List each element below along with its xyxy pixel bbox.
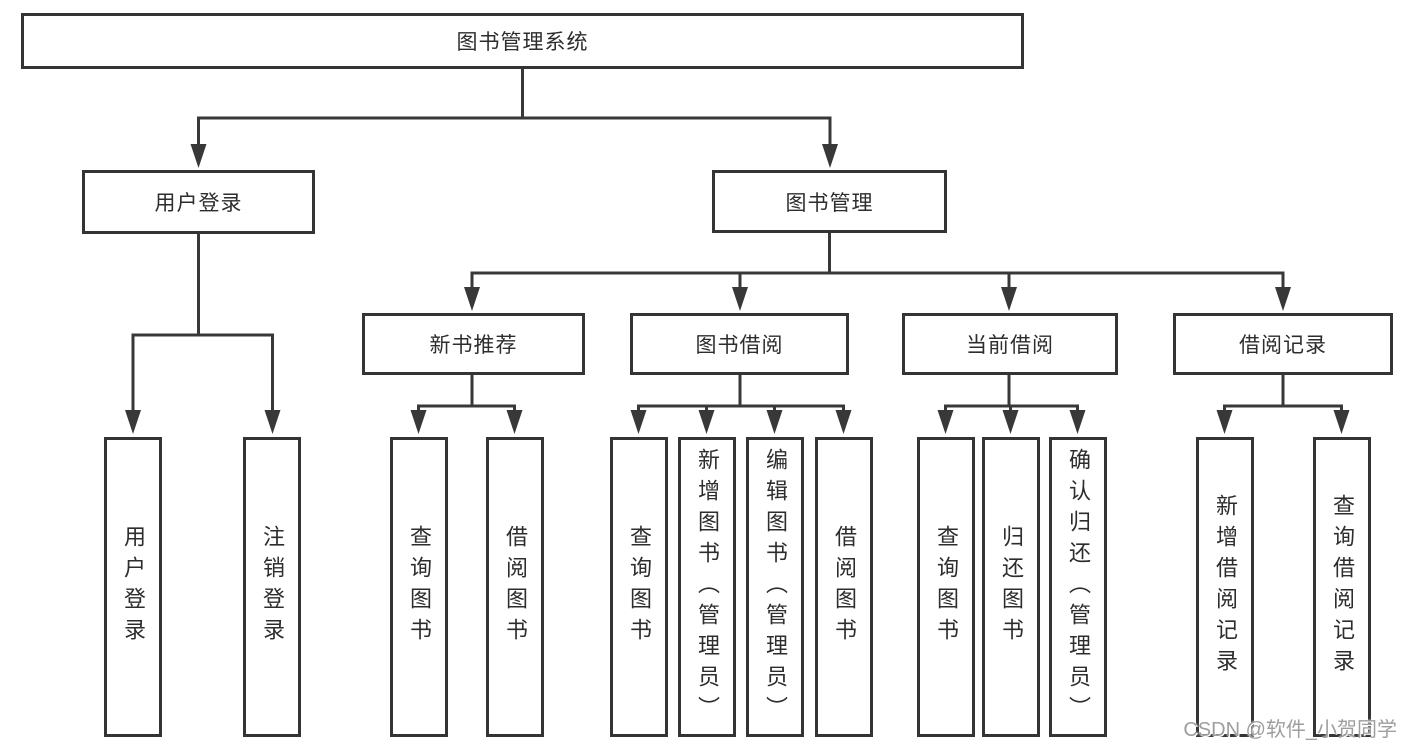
- leaf-borrow-book-recommend-label: 借阅图书: [503, 525, 528, 649]
- connector-user-login: [131, 234, 274, 412]
- node-new-book-recommend: 新书推荐: [362, 313, 585, 375]
- arrow-down-icon: [1275, 287, 1291, 311]
- connector-root: [197, 69, 832, 146]
- leaf-edit-book-admin: 编辑图书（管理员）: [746, 437, 804, 737]
- connector-borrow-records: [1223, 375, 1343, 414]
- leaf-confirm-return-admin-label: 确认归还（管理员）: [1066, 447, 1091, 727]
- leaf-user-login: 用户登录: [104, 437, 162, 737]
- leaf-borrow-book: 借阅图书: [815, 437, 873, 737]
- arrow-down-icon: [732, 287, 748, 311]
- leaf-query-book-borrow: 查询图书: [610, 437, 668, 737]
- arrow-down-icon: [464, 287, 480, 311]
- leaf-borrow-book-recommend: 借阅图书: [486, 437, 544, 737]
- arrow-down-icon: [698, 410, 715, 434]
- arrow-down-icon: [766, 410, 783, 434]
- leaf-confirm-return-admin: 确认归还（管理员）: [1049, 437, 1107, 737]
- arrow-down-icon: [1002, 410, 1019, 434]
- node-current-borrow: 当前借阅: [902, 313, 1118, 375]
- csdn-watermark: CSDN @软件_小贺同学: [1183, 719, 1397, 741]
- node-book-borrow: 图书借阅: [630, 313, 849, 375]
- arrow-down-icon: [822, 144, 838, 168]
- connector-book-management: [470, 233, 1285, 289]
- node-book-borrow-label: 图书借阅: [695, 334, 784, 357]
- arrow-down-icon: [190, 144, 207, 168]
- leaf-query-book-borrow-label: 查询图书: [627, 525, 652, 649]
- leaf-query-book-current-label: 查询图书: [934, 525, 959, 649]
- node-new-book-recommend-label: 新书推荐: [429, 334, 518, 357]
- leaf-query-book-recommend: 查询图书: [390, 437, 448, 737]
- arrow-down-icon: [264, 410, 281, 434]
- node-root-system: 图书管理系统: [21, 13, 1024, 69]
- node-user-login: 用户登录: [82, 170, 315, 234]
- arrow-down-icon: [630, 410, 647, 434]
- leaf-query-borrow-record: 查询借阅记录: [1313, 437, 1371, 737]
- connector-current-borrow: [944, 375, 1079, 414]
- arrow-down-icon: [1001, 287, 1017, 311]
- node-book-management-label: 图书管理: [785, 191, 874, 215]
- node-borrow-records-label: 借阅记录: [1239, 334, 1327, 357]
- leaf-user-login-label: 用户登录: [121, 525, 146, 649]
- node-current-borrow-label: 当前借阅: [966, 334, 1054, 357]
- arrow-down-icon: [1333, 410, 1350, 434]
- node-user-login-label: 用户登录: [154, 192, 243, 215]
- leaf-query-book-recommend-label: 查询图书: [407, 525, 432, 649]
- node-book-management: 图书管理: [712, 170, 947, 233]
- leaf-logout-label: 注销登录: [260, 525, 285, 649]
- leaf-edit-book-admin-label: 编辑图书（管理员）: [763, 447, 788, 727]
- arrow-down-icon: [937, 410, 954, 434]
- arrow-down-icon: [835, 410, 852, 434]
- arrow-down-icon: [125, 410, 141, 434]
- connector-new-book-recommend: [417, 375, 516, 414]
- connector-book-borrow: [637, 375, 845, 414]
- arrow-down-icon: [506, 410, 523, 434]
- leaf-query-borrow-record-label: 查询借阅记录: [1330, 494, 1355, 680]
- leaf-logout: 注销登录: [243, 437, 301, 737]
- node-borrow-records: 借阅记录: [1173, 313, 1393, 375]
- leaf-add-book-admin-label: 新增图书（管理员）: [695, 447, 720, 727]
- leaf-add-borrow-record: 新增借阅记录: [1196, 437, 1254, 737]
- node-root-label: 图书管理系统: [456, 31, 589, 54]
- leaf-borrow-book-label: 借阅图书: [832, 525, 857, 649]
- arrow-down-icon: [410, 410, 427, 434]
- leaf-add-borrow-record-label: 新增借阅记录: [1213, 494, 1238, 680]
- arrow-down-icon: [1069, 410, 1086, 434]
- leaf-return-book-label: 归还图书: [999, 525, 1024, 649]
- arrow-down-icon: [1216, 410, 1233, 434]
- leaf-add-book-admin: 新增图书（管理员）: [678, 437, 736, 737]
- leaf-return-book: 归还图书: [982, 437, 1040, 737]
- leaf-query-book-current: 查询图书: [917, 437, 975, 737]
